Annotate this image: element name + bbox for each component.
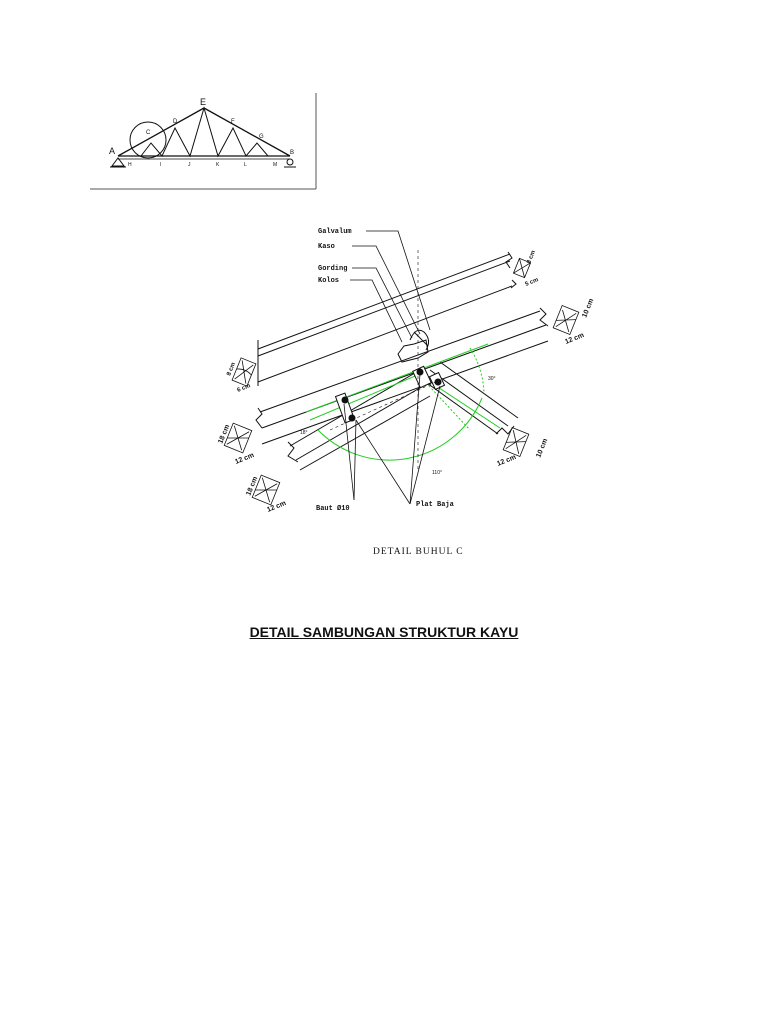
node-label-bottom: L	[244, 162, 247, 168]
section-dim: 5 cm	[525, 277, 540, 288]
section-dim: 12 cm	[564, 332, 585, 346]
page-title: DETAIL SAMBUNGAN STRUKTUR KAYU	[249, 624, 519, 640]
angle-label: 30°	[488, 376, 496, 382]
section-dim: 10 cm	[535, 438, 549, 459]
joint-detail-diagram: Galvalum Kaso Gording Kolos Baut Ø10 Pla…	[217, 228, 595, 557]
node-label-top: C	[146, 130, 151, 136]
node-label-bottom: M	[273, 162, 277, 168]
label-klos: Kolos	[318, 277, 339, 285]
truss-diagram: A C D E F G B H I J K L M	[90, 93, 317, 190]
section-dim: 10 cm	[581, 298, 595, 319]
label-bolt: Baut Ø10	[316, 504, 350, 513]
node-label-top: B	[290, 150, 294, 156]
section-dim: 8 cm	[526, 250, 537, 265]
section-dim: 6 cm	[237, 383, 252, 394]
section-dim: 12 cm	[496, 454, 517, 468]
node-label-bottom: J	[188, 162, 191, 168]
node-label-bottom: I	[160, 162, 161, 168]
node-label-top: A	[109, 146, 115, 156]
label-gording: Gording	[318, 265, 347, 273]
section-dim: 8 cm	[226, 362, 237, 377]
angle-label: 110°	[432, 470, 442, 476]
node-label-bottom: K	[216, 162, 220, 168]
label-galvalum: Galvalum	[318, 228, 352, 236]
node-label-bottom: H	[128, 162, 132, 168]
node-label-top: D	[173, 119, 178, 125]
angle-label: 18°	[300, 430, 308, 436]
node-label-top: F	[231, 119, 235, 125]
detail-caption: DETAIL BUHUL C	[373, 547, 464, 557]
section-dim: 18 cm	[217, 424, 231, 445]
label-kaso: Kaso	[318, 243, 335, 251]
node-label-top: E	[200, 97, 206, 107]
node-label-top: G	[259, 134, 264, 140]
section-dim: 18 cm	[245, 476, 259, 497]
detail-circle	[129, 121, 167, 159]
label-steel-plate: Plat Baja	[416, 501, 455, 509]
section-dim: 12 cm	[234, 452, 255, 466]
